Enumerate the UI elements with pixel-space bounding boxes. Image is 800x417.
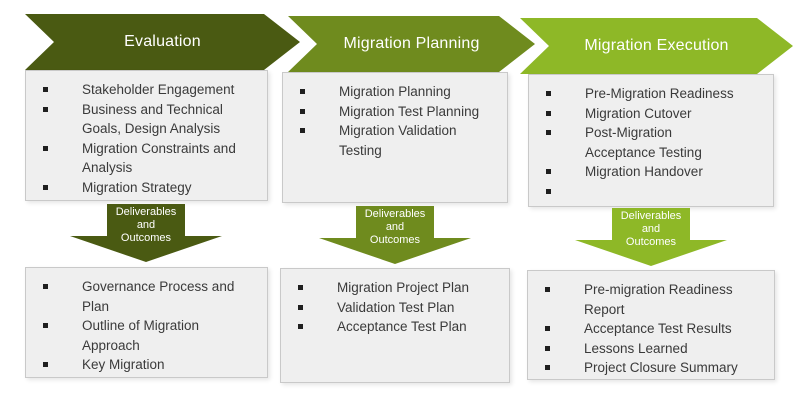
deliverable-item: Lessons Learned (528, 339, 768, 359)
deliverable-item: Project Closure Summary (528, 358, 768, 378)
deliverables-box: Governance Process and Plan Outline of M… (25, 267, 268, 378)
activity-item: Migration Cutover (529, 104, 767, 124)
deliverable-item: Pre-migration Readiness Report (528, 280, 768, 319)
phase-header-chevron: Migration Planning (288, 16, 535, 72)
activity-item: Migration Constraints and Analysis (26, 139, 261, 178)
deliverables-arrow: Deliverables and Outcomes (575, 208, 727, 266)
activity-item: Business and Technical Goals, Design Ana… (26, 100, 261, 139)
phase-title: Evaluation (124, 33, 201, 50)
activities-box: Migration Planning Migration Test Planni… (282, 72, 508, 203)
deliverable-item: Acceptance Test Results (528, 319, 768, 339)
activity-item: Stakeholder Engagement (26, 80, 261, 100)
deliverables-list: Migration Project Plan Validation Test P… (281, 269, 509, 337)
deliverables-arrow-label: Deliverables and Outcomes (364, 208, 426, 246)
deliverable-item: Governance Process and Plan (26, 277, 261, 316)
deliverables-arrow-label: Deliverables and Outcomes (620, 210, 682, 248)
phase-header-chevron: Migration Execution (520, 18, 793, 74)
deliverables-arrow: Deliverables and Outcomes (319, 206, 471, 264)
activities-box: Stakeholder Engagement Business and Tech… (25, 70, 268, 201)
activity-item: Migration Planning (283, 82, 501, 102)
activities-list: Pre-Migration Readiness Migration Cutove… (529, 75, 773, 201)
deliverable-item: Key Migration (26, 355, 261, 375)
deliverables-list: Governance Process and Plan Outline of M… (26, 268, 267, 375)
deliverable-item: Migration Project Plan (281, 278, 503, 298)
phase-header-chevron: Evaluation (25, 14, 300, 70)
deliverables-box: Migration Project Plan Validation Test P… (280, 268, 510, 383)
activities-list: Migration Planning Migration Test Planni… (283, 73, 507, 160)
activity-item: Pre-Migration Readiness (529, 84, 767, 104)
deliverables-list: Pre-migration Readiness Report Acceptanc… (528, 271, 774, 378)
activity-item: Post-Migration Acceptance Testing (529, 123, 767, 162)
deliverables-arrow: Deliverables and Outcomes (70, 204, 222, 262)
activities-box: Pre-Migration Readiness Migration Cutove… (528, 74, 774, 207)
deliverable-item: Outline of Migration Approach (26, 316, 261, 355)
activities-list: Stakeholder Engagement Business and Tech… (26, 71, 267, 197)
phase-title: Migration Execution (584, 37, 729, 54)
activity-item (529, 182, 767, 202)
activity-item: Migration Strategy (26, 178, 261, 198)
activity-item: Migration Test Planning (283, 102, 501, 122)
deliverables-box: Pre-migration Readiness Report Acceptanc… (527, 270, 775, 380)
deliverable-item: Acceptance Test Plan (281, 317, 503, 337)
deliverables-arrow-label: Deliverables and Outcomes (115, 206, 177, 244)
activity-item: Migration Handover (529, 162, 767, 182)
deliverable-item: Validation Test Plan (281, 298, 503, 318)
phase-title: Migration Planning (343, 35, 480, 52)
activity-item: Migration Validation Testing (283, 121, 501, 160)
